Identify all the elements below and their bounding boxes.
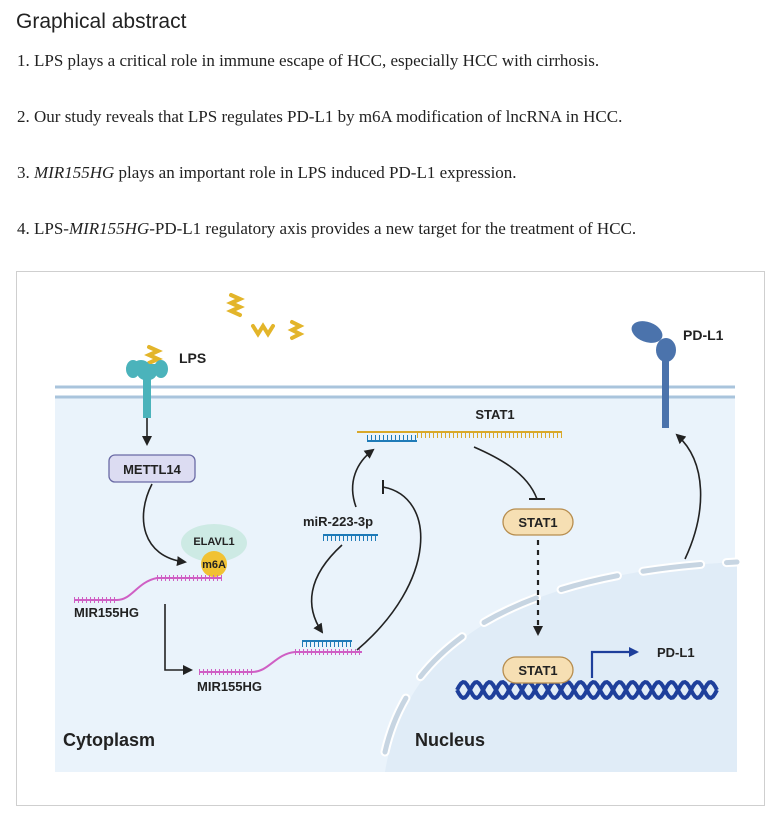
lps-molecules [144, 293, 305, 365]
mir155hg-rna-2 [199, 649, 362, 675]
inhibition-stat1-mrna-to-protein [473, 446, 538, 500]
stat1-mrna [357, 431, 562, 438]
highlight-item-3: 3. MIR155HG plays an important role in L… [17, 163, 517, 183]
mir155hg-label-2: MIR155HG [197, 679, 262, 694]
mettl14-label: METTL14 [123, 462, 182, 477]
mirna-bound-to-mir155hg [302, 640, 352, 647]
elavl1-protein [181, 524, 247, 562]
pathway-diagram: LPS METTL14 ELAVL1 m6A MIR155HG [55, 293, 742, 772]
highlight-text-tail: -PD-L1 regulatory axis provides a new ta… [149, 219, 637, 238]
stat1-protein-label: STAT1 [518, 515, 557, 530]
mir155hg-label-1: MIR155HG [74, 605, 139, 620]
highlight-italic: MIR155HG [34, 163, 115, 182]
arrow-mir155hg-transfer [164, 604, 193, 675]
highlight-item-4: 4. LPS-MIR155HG-PD-L1 regulatory axis pr… [17, 219, 636, 239]
nuclear-stat1-box [502, 656, 574, 684]
highlight-item-2: 2. Our study reveals that LPS regulates … [17, 107, 622, 127]
tlr-receptor [126, 360, 168, 418]
graphical-abstract-heading: Graphical abstract [16, 10, 187, 33]
highlight-item-1: 1. LPS plays a critical role in immune e… [17, 51, 599, 71]
nuclear-envelope-inner [382, 559, 740, 755]
highlight-text: LPS- [34, 219, 69, 238]
lps-molecule-3 [287, 320, 305, 340]
dna-helix [455, 679, 719, 701]
stat1-protein-box [502, 508, 574, 536]
arrow-mettl14-to-m6a [142, 483, 187, 567]
cytoplasm-label: Cytoplasm [63, 730, 155, 750]
mir223-label: miR-223-3p [303, 514, 373, 529]
transcription-arrow [590, 647, 639, 678]
highlight-number: 1. [17, 51, 30, 70]
arrow-mir223-to-mir155hg [310, 544, 343, 634]
highlight-italic: MIR155HG [68, 219, 150, 238]
lps-molecule-1 [226, 293, 245, 317]
highlight-number: 3. [17, 163, 30, 182]
mirna-bound-to-stat1 [367, 435, 417, 442]
arrow-mir223-to-stat1-mrna [351, 448, 375, 508]
lps-label: LPS [179, 350, 206, 366]
elavl1-label: ELAVL1 [193, 536, 234, 548]
pdl1-receptor-label: PD-L1 [683, 327, 724, 343]
highlight-text: LPS plays a critical role in immune esca… [34, 51, 600, 70]
inhibition-mir155hg-to-mir223 [356, 486, 422, 651]
nuclear-stat1-label: STAT1 [518, 663, 557, 678]
highlight-text: Our study reveals that LPS regulates PD-… [34, 107, 623, 126]
pdl1-receptor [631, 321, 676, 428]
cell-membrane [55, 386, 735, 398]
lps-molecule-2 [251, 322, 275, 338]
nucleus-label: Nucleus [415, 730, 485, 750]
highlight-number: 4. [17, 219, 30, 238]
mettl14-box [108, 454, 196, 483]
graphical-abstract-figure[interactable]: LPS METTL14 ELAVL1 m6A MIR155HG [16, 271, 765, 806]
m6a-label: m6A [202, 559, 226, 571]
m6a-mark [201, 551, 227, 577]
pdl1-gene-label: PD-L1 [657, 645, 695, 660]
stat1-mrna-label: STAT1 [475, 407, 514, 422]
highlight-number: 2. [17, 107, 30, 126]
highlight-text-tail: plays an important role in LPS induced P… [114, 163, 517, 182]
lps-molecule-4 [144, 345, 163, 365]
arrow-to-membrane-pdl1 [675, 433, 702, 560]
mir155hg-rna-1 [74, 575, 222, 603]
mir223-mirna [323, 534, 378, 541]
